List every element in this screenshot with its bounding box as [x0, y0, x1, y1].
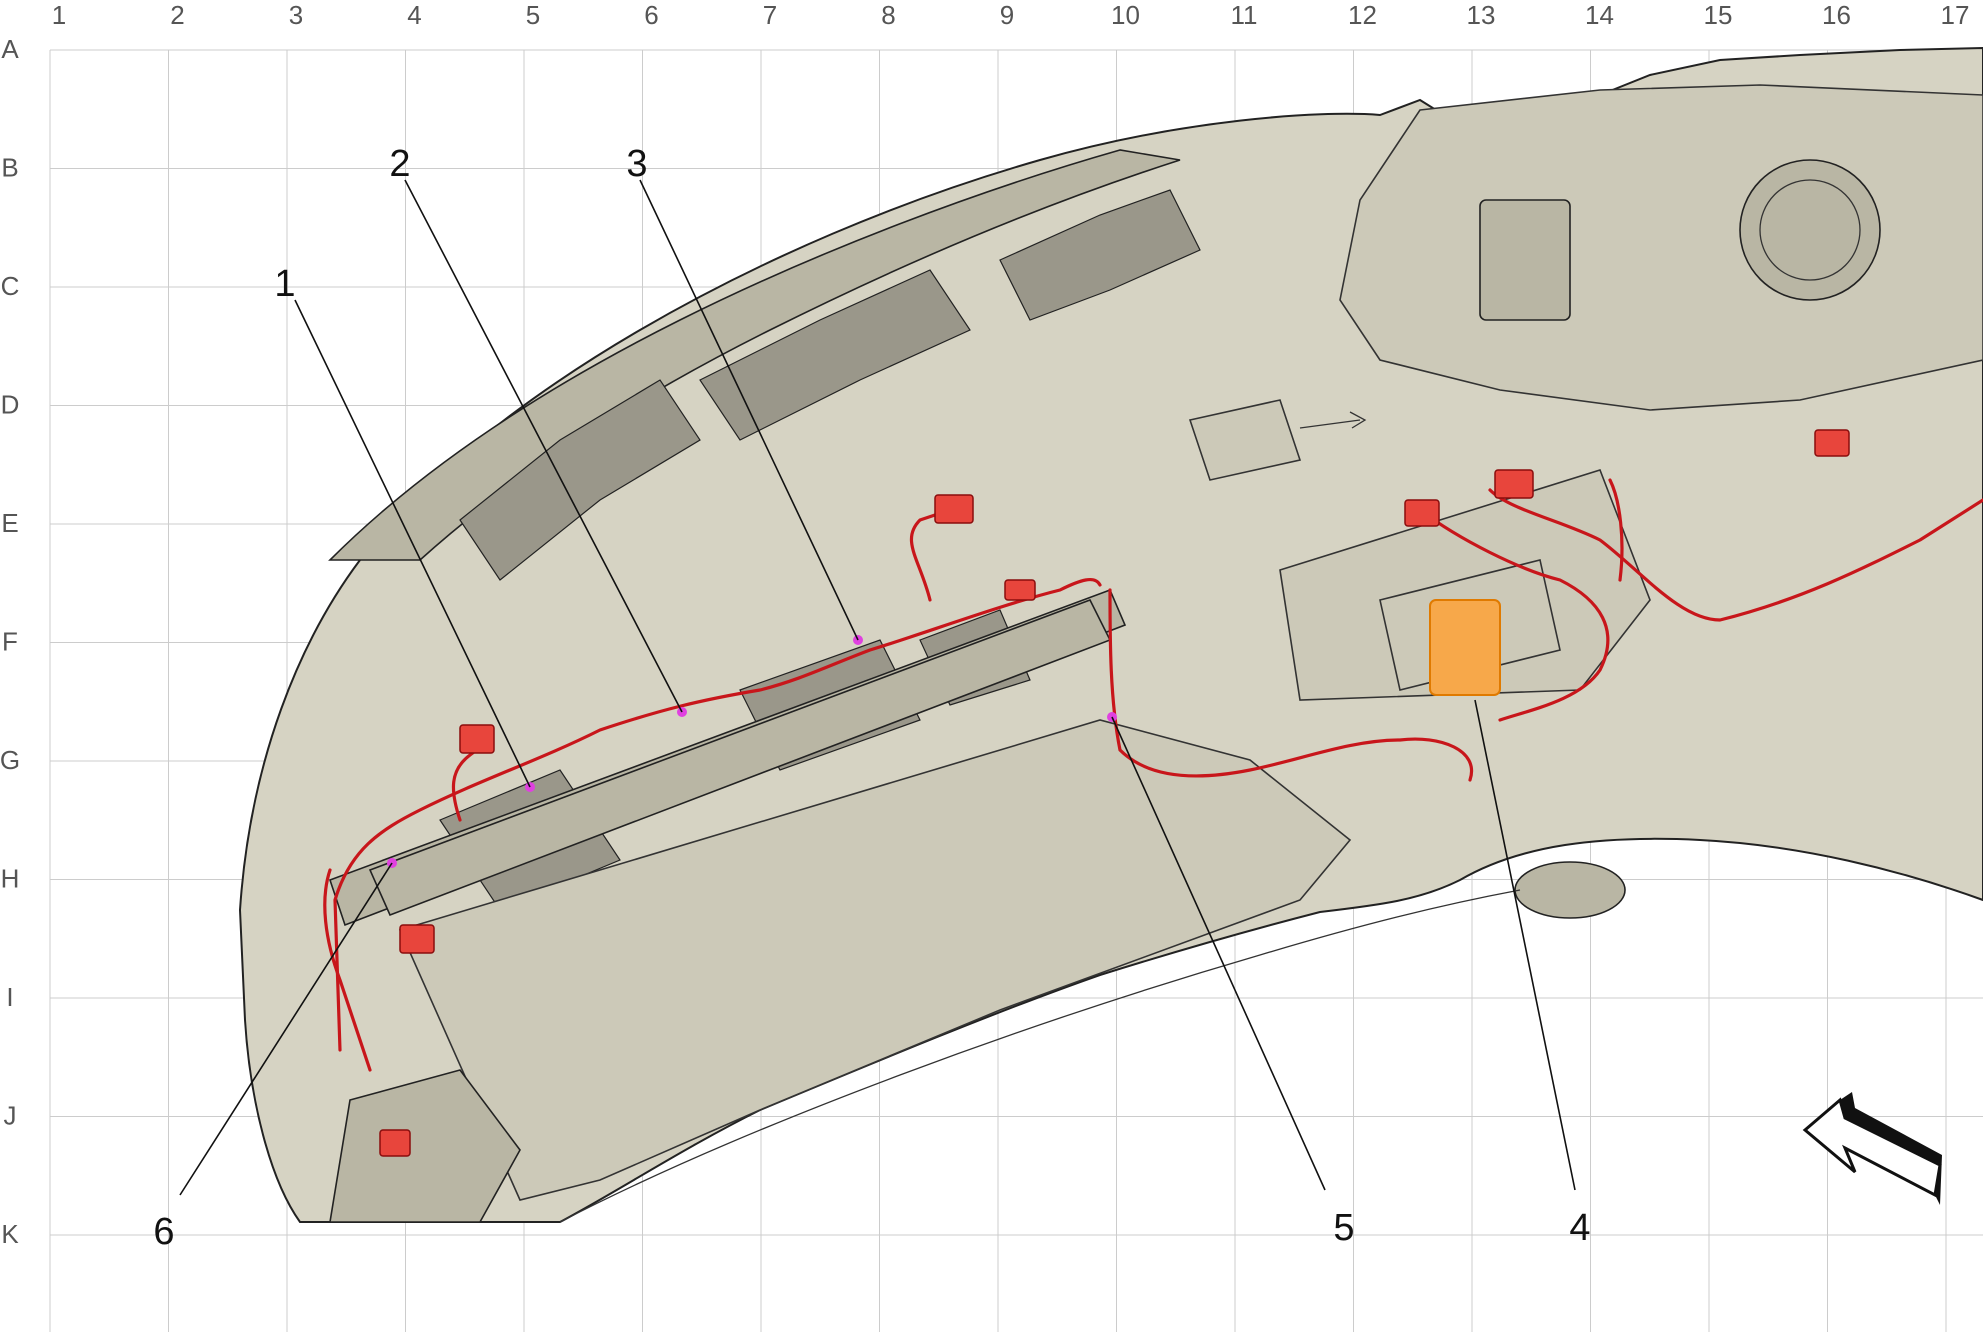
connector-upper — [934, 494, 974, 524]
connector-left — [459, 724, 495, 754]
row-label: I — [6, 982, 13, 1012]
column-label: 8 — [881, 0, 895, 30]
row-label: G — [0, 745, 20, 775]
callout-4: 4 — [1569, 1207, 1590, 1249]
lower-splash-shield — [398, 719, 1352, 1201]
connector-right-1 — [1404, 499, 1440, 527]
connector-center — [1004, 579, 1036, 601]
headlamp-lens — [1739, 159, 1881, 301]
callout-leaders — [179, 179, 1576, 1196]
headlamp-assembly — [1339, 84, 1983, 411]
headlamp-lens-ring — [1759, 179, 1861, 281]
harness-branch-upper — [909, 508, 952, 602]
callout-labels: 1 2 3 4 5 6 — [153, 143, 1590, 1253]
column-label: 7 — [763, 0, 777, 30]
leader-6 — [179, 862, 393, 1196]
callout-3: 3 — [626, 143, 647, 185]
lower-edge-contour — [559, 889, 1521, 1223]
column-label: 16 — [1822, 0, 1851, 30]
leader-2 — [404, 179, 683, 713]
callout-6: 6 — [153, 1211, 174, 1253]
row-label: D — [1, 390, 20, 420]
connector-lower-left — [399, 924, 435, 954]
row-label: J — [4, 1101, 17, 1131]
connector-right-2 — [1494, 469, 1534, 499]
harness-branch-right — [1108, 588, 1474, 782]
harness-branch-lower-left — [323, 868, 372, 1072]
column-label: 5 — [526, 0, 540, 30]
column-label: 6 — [644, 0, 658, 30]
harness-branch-headlamp — [1488, 488, 1983, 622]
column-label: 2 — [170, 0, 184, 30]
row-label: A — [1, 34, 19, 64]
headlamp-control-box — [1479, 199, 1571, 321]
harness-main-trunk — [333, 577, 1102, 1052]
row-label: C — [1, 271, 20, 301]
callout-2: 2 — [389, 143, 410, 185]
column-label: 14 — [1585, 0, 1614, 30]
column-label: 4 — [407, 0, 421, 30]
connector-headlamp — [1814, 429, 1850, 457]
orientation-arrow-shadow — [1840, 1092, 1942, 1205]
row-labels: ABCDEFGHIJKL — [0, 34, 20, 1249]
column-label: 1 — [52, 0, 66, 30]
grille-opening-center — [699, 269, 971, 441]
opening-cover — [1188, 399, 1302, 481]
column-label: 3 — [289, 0, 303, 30]
left-corner-bracket — [329, 1069, 521, 1223]
grille-opening-right — [999, 189, 1201, 321]
leader-3 — [639, 179, 859, 641]
cover-arrow — [1299, 411, 1367, 429]
leader-5 — [1111, 716, 1326, 1191]
column-label: 13 — [1467, 0, 1496, 30]
row-label: H — [1, 864, 20, 894]
column-label: 9 — [1000, 0, 1014, 30]
column-label: 12 — [1348, 0, 1377, 30]
column-label: 17 — [1941, 0, 1970, 30]
tow-eye-cover — [1514, 861, 1626, 919]
callout-1: 1 — [274, 263, 295, 305]
harness-branch-upper-right — [1608, 478, 1624, 582]
connector-corner — [379, 1129, 411, 1157]
grille-opening-left — [459, 379, 701, 581]
harness-branch-left — [451, 738, 492, 822]
row-label: K — [1, 1219, 19, 1249]
row-label: B — [1, 153, 18, 183]
electronic-module — [1429, 599, 1501, 696]
column-label: 15 — [1704, 0, 1733, 30]
column-label: 11 — [1231, 0, 1258, 30]
row-label: F — [2, 627, 18, 657]
row-label: E — [1, 508, 18, 538]
leader-1 — [294, 299, 531, 788]
leader-4 — [1474, 699, 1576, 1191]
orientation-arrow-icon — [1802, 1092, 1942, 1205]
harness-branch-side — [1418, 508, 1610, 722]
column-label: 10 — [1111, 0, 1140, 30]
callout-5: 5 — [1333, 1207, 1354, 1249]
